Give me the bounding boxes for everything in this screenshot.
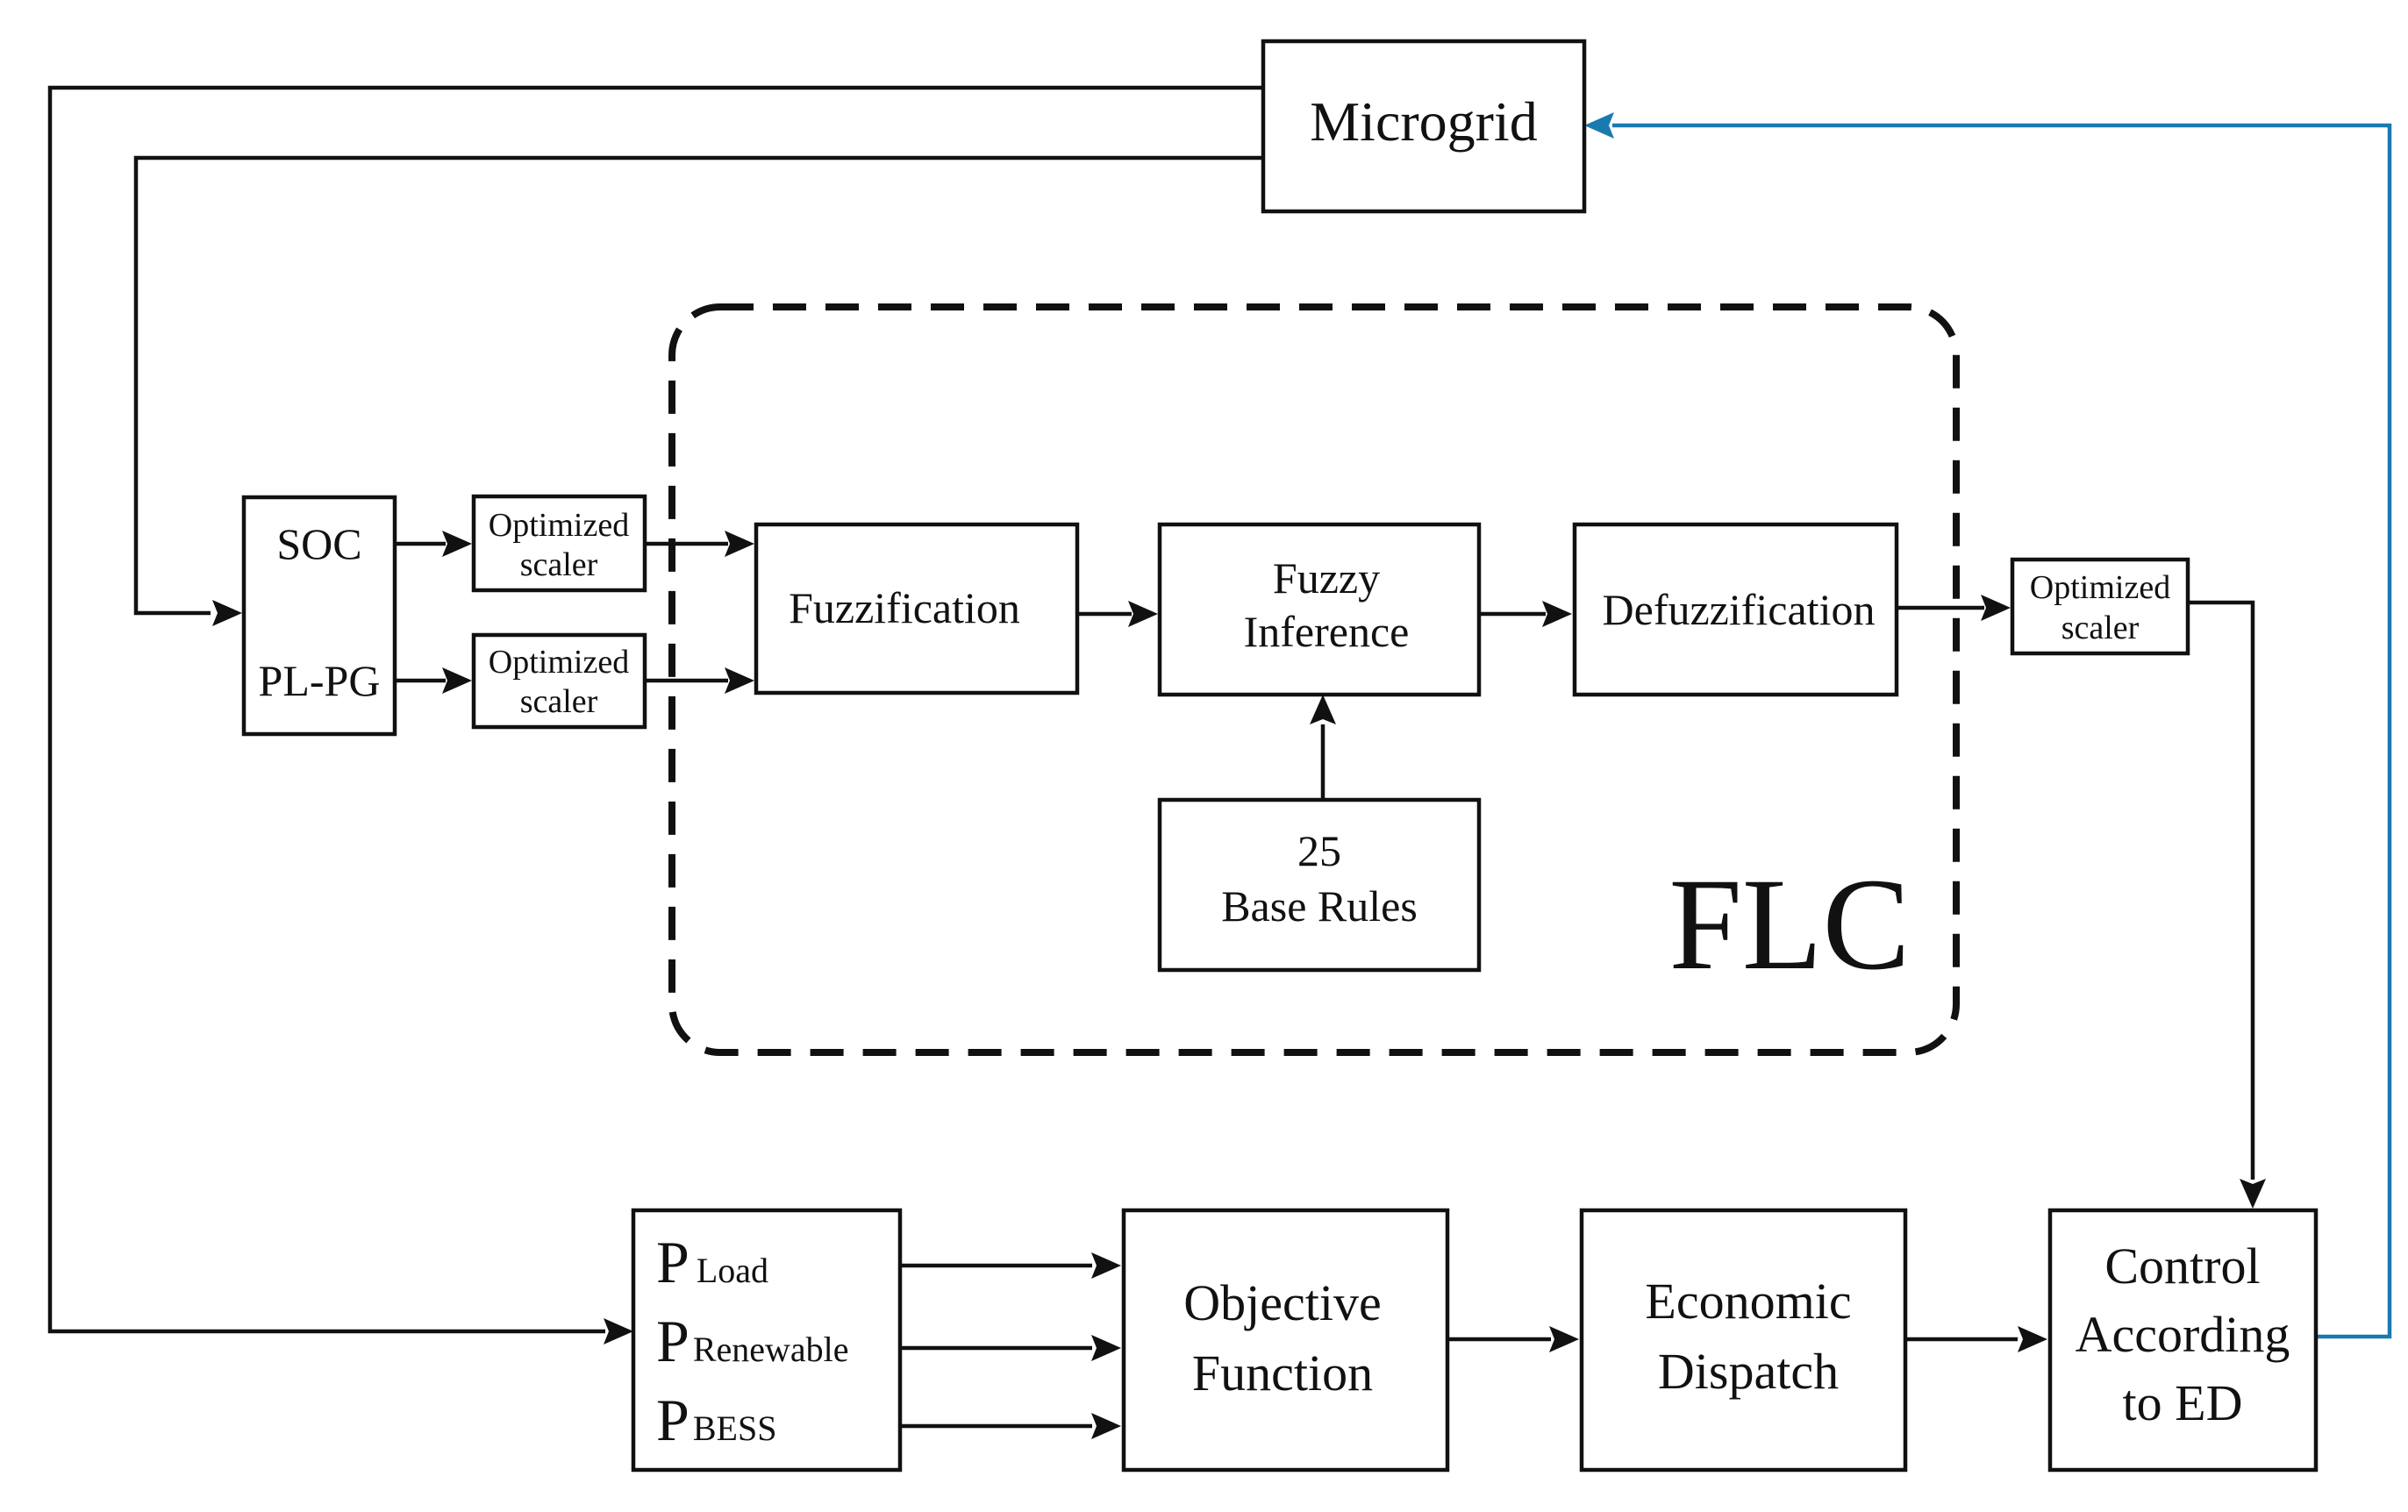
scaler-right-block: Optimized scaler	[2010, 557, 2190, 656]
defuzzification-block: Defuzzification	[1572, 522, 1899, 697]
microgrid-block: Microgrid	[1261, 39, 1587, 214]
objective-function-line-1: Objective	[1183, 1274, 1381, 1331]
base-rules-line-1: 25	[1297, 826, 1341, 875]
microgrid-label: Microgrid	[1310, 90, 1538, 153]
soc-plpg-block: SOC PL-PG	[241, 495, 397, 737]
arrowhead-objective-3	[1091, 1413, 1121, 1439]
economic-dispatch-line-1: Economic	[1645, 1273, 1851, 1330]
pl-pg-label: PL-PG	[259, 656, 381, 705]
defuzzification-label: Defuzzification	[1603, 585, 1876, 634]
fuzzy-inference-line-1: Fuzzy	[1273, 553, 1380, 603]
arrowhead-objective-1	[1091, 1252, 1121, 1279]
arrowhead-defuzz	[1542, 601, 1572, 627]
arrowhead-soc	[212, 600, 242, 626]
soc-label: SOC	[276, 519, 361, 568]
wire-scaler-to-control	[2188, 600, 2255, 1180]
scaler-top-line-1: Optimized	[489, 507, 629, 544]
control-line-2: According	[2076, 1306, 2290, 1363]
fuzzy-inference-block: Fuzzy Inference	[1157, 522, 1482, 697]
arrowhead-control-top	[2240, 1179, 2266, 1209]
arrowhead-dispatch	[1549, 1326, 1579, 1352]
arrowhead-fuzz-top	[725, 531, 754, 557]
arrowhead-fuzz-bottom	[725, 667, 754, 694]
control-line-1: Control	[2104, 1237, 2260, 1294]
economic-dispatch-line-2: Dispatch	[1658, 1343, 1839, 1400]
fuzzification-block: Fuzzification	[754, 522, 1080, 695]
arrowhead-microgrid	[1584, 112, 1614, 139]
scaler-bottom-line-1: Optimized	[489, 644, 629, 681]
arrowhead-objective-2	[1091, 1335, 1121, 1361]
scaler-top-line-2: scaler	[520, 546, 598, 583]
base-rules-block: 25 Base Rules	[1157, 797, 1482, 973]
fuzzy-inference-line-2: Inference	[1244, 607, 1410, 656]
arrowhead-scaler-top	[442, 531, 472, 557]
flc-label: FLC	[1668, 852, 1910, 997]
wire-control-to-microgrid	[1612, 123, 2392, 1339]
arrowhead-control-left	[2018, 1326, 2047, 1352]
flc-container	[668, 303, 1960, 1056]
arrowhead-scaler-bottom	[442, 667, 472, 694]
control-block: Control According to ED	[2047, 1208, 2319, 1473]
scaler-top-block: Optimized scaler	[471, 494, 647, 593]
arrowhead-rules-up	[1310, 695, 1336, 724]
scaler-right-line-2: scaler	[2061, 610, 2140, 646]
wire-microgrid-to-soc	[133, 155, 1263, 616]
scaler-right-line-1: Optimized	[2030, 569, 2170, 606]
objective-function-block: Objective Function	[1121, 1208, 1450, 1473]
fuzzification-label: Fuzzification	[789, 583, 1020, 632]
base-rules-line-2: Base Rules	[1221, 881, 1418, 931]
objective-function-line-2: Function	[1192, 1344, 1373, 1401]
arrowhead-inputs	[604, 1318, 633, 1344]
scaler-bottom-block: Optimized scaler	[471, 632, 647, 730]
wire-microgrid-to-inputs	[47, 85, 1263, 1334]
arrowhead-inference	[1128, 601, 1158, 627]
control-line-3: to ED	[2123, 1374, 2243, 1431]
scaler-bottom-line-2: scaler	[520, 683, 598, 720]
economic-dispatch-block: Economic Dispatch	[1579, 1208, 1908, 1473]
arrowhead-scaler-right	[1981, 595, 2011, 621]
connections	[47, 85, 2392, 1439]
